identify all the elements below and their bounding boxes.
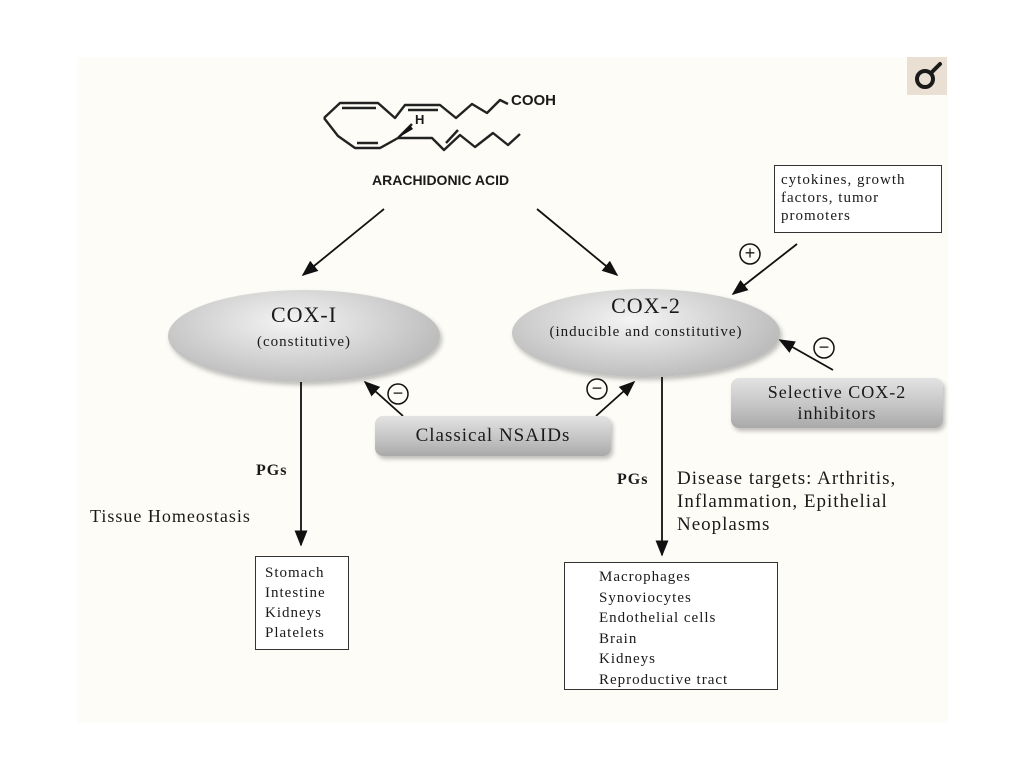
cox1-targets-box: Stomach Intestine Kidneys Platelets bbox=[255, 556, 349, 650]
target-item: Reproductive tract bbox=[599, 671, 729, 688]
selective-inhibitors-line: inhibitors bbox=[797, 403, 877, 423]
cox1-note: (constitutive) bbox=[257, 334, 351, 350]
selective-inhibitors-line: Selective COX-2 bbox=[767, 382, 907, 402]
cooh-label: COOH bbox=[511, 92, 556, 109]
cox2-targets-box: Macrophages Synoviocytes Endothelial cel… bbox=[564, 562, 778, 690]
stimuli-box: cytokines, growth factors, tumor promote… bbox=[774, 165, 942, 233]
tissue-homeostasis-label: Tissue Homeostasis bbox=[90, 506, 251, 526]
plus-sign-circle bbox=[739, 243, 761, 265]
classical-nsaids: Classical NSAIDs bbox=[375, 416, 611, 456]
cox2-enzyme bbox=[512, 289, 780, 377]
target-item: Macrophages bbox=[599, 569, 691, 585]
arachidonic-acid-structure bbox=[323, 98, 521, 152]
selective-cox2-inhibitors: Selective COX-2 inhibitors bbox=[731, 378, 943, 428]
stimuli-line: promoters bbox=[781, 208, 851, 224]
plus-sign: + bbox=[744, 243, 756, 263]
hydrogen-label: H bbox=[415, 112, 425, 127]
target-item: Synoviocytes bbox=[599, 589, 692, 606]
arrow-nsaids-to-cox2 bbox=[595, 380, 636, 417]
disease-targets-line: Disease targets: Arthritis, bbox=[677, 468, 897, 489]
target-item: Kidneys bbox=[265, 605, 322, 621]
arrow-selective-to-cox2 bbox=[778, 339, 834, 371]
target-item: Endothelial cells bbox=[599, 610, 717, 626]
minus-sign-selective: − bbox=[818, 337, 830, 357]
cox2-pgs-label: PGs bbox=[617, 471, 649, 488]
minus-sign-circle-selective bbox=[813, 337, 835, 359]
arrow-nsaids-to-cox1 bbox=[363, 380, 404, 417]
cox2-name: COX-2 bbox=[611, 293, 681, 318]
minus-sign-circle-cox1 bbox=[387, 383, 409, 405]
disease-targets-line: Inflammation, Epithelial bbox=[677, 491, 888, 512]
stimuli-line: cytokines, growth bbox=[781, 172, 906, 188]
minus-sign-cox1: − bbox=[392, 383, 404, 403]
target-item: Platelets bbox=[265, 625, 325, 641]
target-item: Intestine bbox=[265, 585, 326, 601]
arrow-to-cox2 bbox=[536, 208, 619, 277]
cox1-enzyme bbox=[168, 290, 440, 382]
arrow-stimuli-to-cox2 bbox=[731, 243, 798, 295]
cox2-note: (inducible and constitutive) bbox=[549, 324, 743, 340]
disease-targets: Disease targets: Arthritis, Inflammation… bbox=[677, 467, 896, 536]
target-item: Stomach bbox=[265, 565, 325, 581]
female-symbol-icon bbox=[907, 57, 947, 95]
disease-targets-line: Neoplasms bbox=[677, 514, 771, 535]
cox1-pgs-label: PGs bbox=[256, 462, 288, 479]
minus-sign-circle-cox2 bbox=[586, 378, 608, 400]
cox1-name: COX-I bbox=[270, 302, 338, 327]
stimuli-line: factors, tumor bbox=[781, 190, 880, 206]
arrow-to-cox1 bbox=[301, 208, 385, 277]
wedge-bond bbox=[398, 125, 413, 138]
target-item: Kidneys bbox=[599, 651, 656, 667]
target-item: Brain bbox=[599, 630, 638, 647]
arachidonic-acid-title: ARACHIDONIC ACID bbox=[372, 172, 510, 188]
minus-sign-cox2: − bbox=[591, 378, 603, 398]
